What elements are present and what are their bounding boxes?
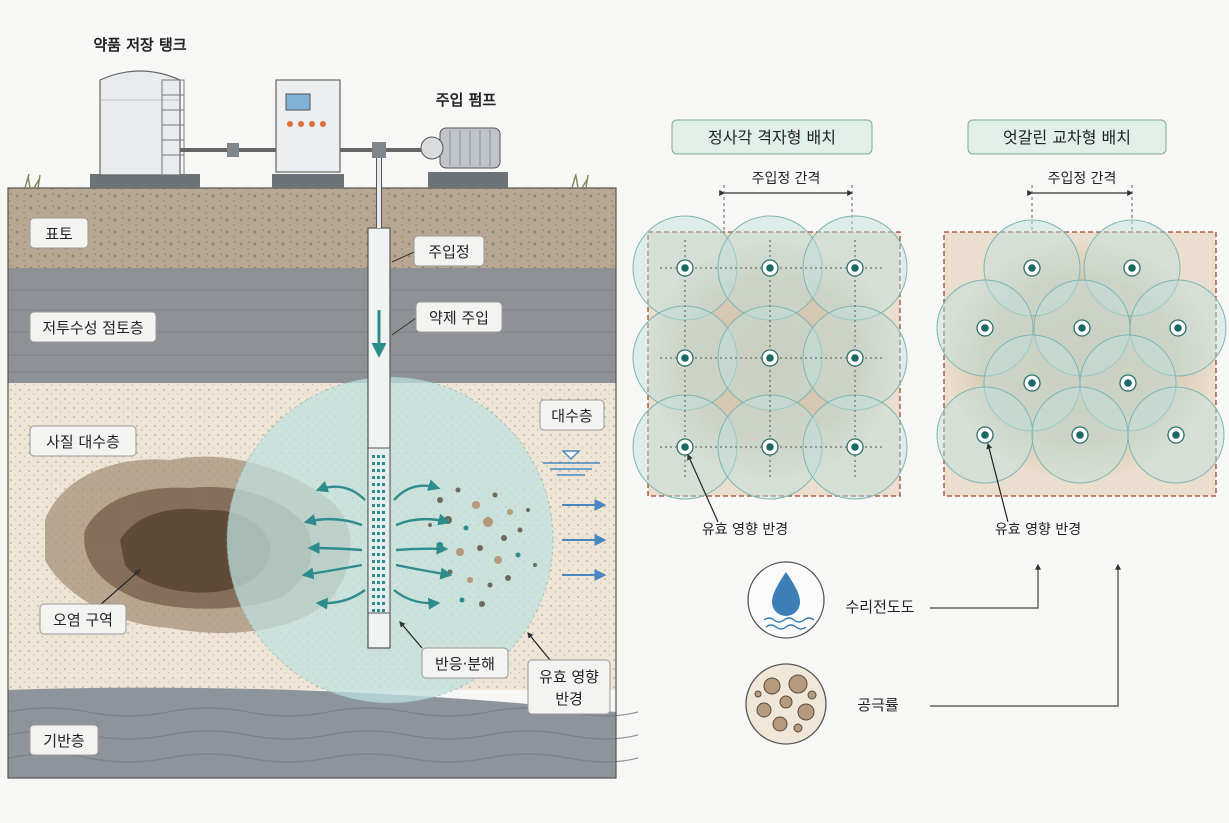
- staggered-layout: 엇갈린 교차형 배치 주입정 간격 유효 영향 반경: [936, 119, 1227, 538]
- square-wells: [676, 259, 864, 456]
- staggered-spacing-label: 주입정 간격: [1048, 171, 1117, 187]
- label-radius: 유효 영향 반경: [527, 632, 611, 715]
- square-layout: 정사각 격자형 배치 주입정 간격 유효 영향 반경: [632, 119, 908, 538]
- svg-text:유효 영향: 유효 영향: [539, 668, 599, 686]
- storage-tank-icon: [90, 70, 200, 188]
- pump-icon: [420, 127, 508, 188]
- svg-text:오염 구역: 오염 구역: [53, 611, 113, 629]
- water-table-icon: [543, 450, 600, 476]
- svg-text:저투수성 점토층: 저투수성 점토층: [42, 319, 143, 337]
- label-reaction: 반응·분해: [399, 621, 509, 679]
- well-screen-slots: [372, 455, 385, 612]
- water-drop-icon: [772, 572, 800, 616]
- spread-arrows: [301, 479, 453, 610]
- label-well: 주입정: [391, 235, 485, 267]
- storage-tank-label: 약품 저장 탱크: [93, 36, 186, 54]
- label-aquifer: 대수층: [539, 399, 605, 431]
- svg-text:대수층: 대수층: [551, 407, 592, 425]
- control-panel-icon: [272, 79, 344, 188]
- square-radius-label: 유효 영향 반경: [702, 522, 788, 538]
- water-waves-icon: [763, 617, 815, 630]
- injection-well: [367, 155, 391, 649]
- svg-text:반응·분해: 반응·분해: [435, 655, 495, 673]
- svg-text:정사각 격자형 배치: 정사각 격자형 배치: [708, 128, 836, 147]
- porosity-factor: 공극률: [745, 563, 1121, 745]
- grass-icon: [24, 173, 589, 189]
- svg-text:표토: 표토: [45, 225, 73, 243]
- label-contamination: 오염 구역: [39, 569, 141, 635]
- pump-label: 주입 펌프: [436, 91, 497, 109]
- label-bedrock: 기반층: [29, 724, 99, 756]
- svg-text:약제 주입: 약제 주입: [429, 309, 489, 327]
- staggered-title-box: 엇갈린 교차형 배치: [967, 119, 1167, 155]
- label-sand-aquifer: 사질 대수층: [29, 425, 137, 457]
- svg-text:수리전도도: 수리전도도: [845, 598, 914, 616]
- groundwater-flow-arrows: [562, 499, 607, 581]
- svg-text:공극률: 공극률: [857, 696, 899, 714]
- staggered-wells: [976, 259, 1187, 444]
- square-spacing-label: 주입정 간격: [752, 171, 821, 187]
- soil-grains-icon: [754, 674, 817, 733]
- label-clay: 저투수성 점토층: [29, 311, 157, 343]
- conductivity-factor: 수리전도도: [747, 561, 1041, 639]
- svg-text:주입정: 주입정: [428, 243, 469, 261]
- svg-text:엇갈린 교차형 배치: 엇갈린 교차형 배치: [1003, 128, 1131, 147]
- svg-text:사질 대수층: 사질 대수층: [46, 433, 120, 451]
- svg-text:기반층: 기반층: [43, 732, 84, 750]
- square-title-box: 정사각 격자형 배치: [671, 119, 873, 155]
- staggered-radius-label: 유효 영향 반경: [995, 522, 1081, 538]
- label-topsoil: 표토: [29, 217, 89, 249]
- bedrock-layer: [8, 687, 616, 778]
- label-injection: 약제 주입: [391, 301, 503, 336]
- svg-text:반경: 반경: [555, 690, 583, 708]
